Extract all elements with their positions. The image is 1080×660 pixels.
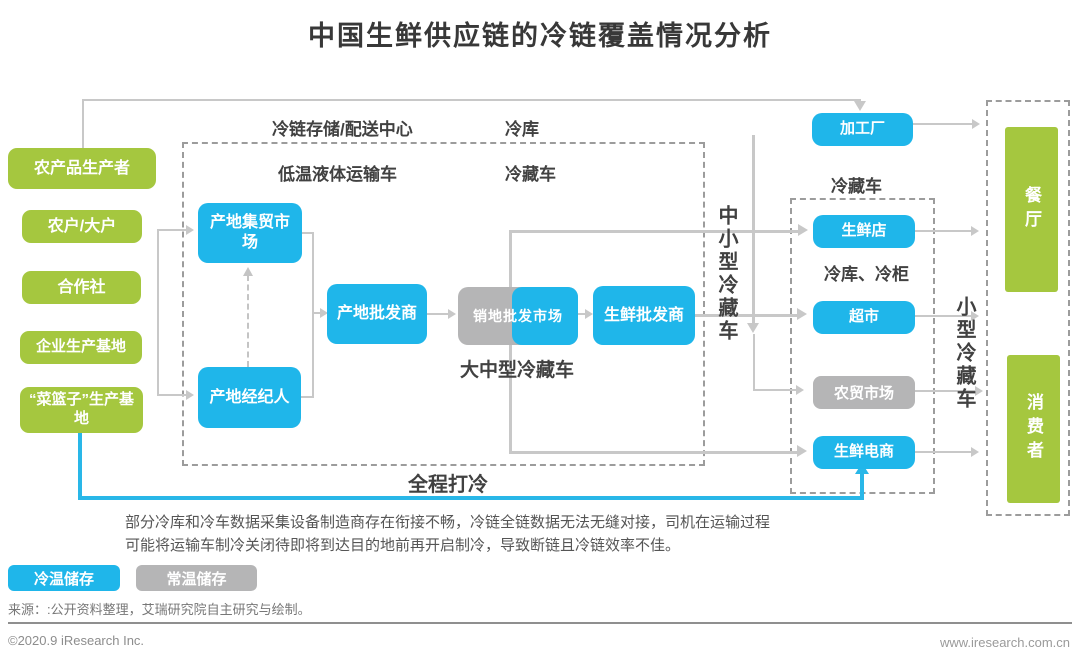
- connector-line: [82, 99, 861, 101]
- connector-line: [300, 396, 314, 398]
- producer-box: “菜篮子”生产基地: [20, 387, 143, 433]
- connector-line: [509, 230, 800, 233]
- arrow-right-icon: [797, 308, 807, 320]
- connector-line: [915, 390, 977, 392]
- arrow-down-icon: [854, 101, 866, 111]
- connector-line: [915, 451, 973, 453]
- full-cold-line: [860, 472, 864, 498]
- low-temp-liquid-truck-label: 低温液体运输车: [278, 165, 397, 184]
- small-truck-label: 小型冷藏车: [953, 296, 975, 411]
- arrow-right-icon: [971, 447, 979, 457]
- refrigerated-truck-right-label: 冷藏车: [831, 177, 882, 196]
- connector-line: [302, 232, 314, 234]
- cold-chain-dashed-frame: [182, 142, 705, 466]
- producer-box: 农产品生产者: [8, 148, 156, 189]
- page-title: 中国生鲜供应链的冷链覆盖情况分析: [308, 21, 772, 51]
- origin-market-box: 产地集贸市场: [198, 203, 302, 263]
- connector-line: [509, 451, 799, 454]
- arrow-down-icon: [747, 323, 759, 333]
- farmers-market-box: 农贸市场: [813, 376, 915, 409]
- cold-warehouse-label: 冷库: [505, 120, 539, 139]
- processing-plant-box: 加工厂: [812, 113, 913, 146]
- sales-wholesale-market-box: 销地批发市场: [458, 287, 578, 345]
- connector-line: [82, 100, 84, 148]
- arrow-right-icon: [972, 119, 980, 129]
- refrigerated-truck-label: 冷藏车: [505, 165, 556, 184]
- arrow-right-icon: [186, 390, 194, 400]
- producer-box: 企业生产基地: [20, 331, 142, 364]
- connector-line: [578, 313, 586, 315]
- full-course-cooling-label: 全程打冷: [408, 474, 488, 496]
- website-text: www.iresearch.com.cn: [939, 635, 1070, 650]
- connector-line: [753, 334, 755, 390]
- connector-line: [752, 135, 755, 325]
- source-note: 来源：:公开资料整理，艾瑞研究院自主研究与绘制。: [8, 602, 311, 617]
- full-cold-line: [78, 432, 82, 498]
- cold-warehouse-cabinet-label: 冷库、冷柜: [824, 265, 909, 284]
- connector-line: [753, 389, 798, 391]
- note-line: 可能将运输车制冷关闭待即将到达目的地前再开启制冷，导致断链且冷链效率不佳。: [125, 536, 681, 554]
- connector-line: [157, 229, 187, 231]
- supermarket-box: 超市: [813, 301, 915, 334]
- note-line: 部分冷库和冷车数据采集设备制造商存在衔接不畅，冷链全链数据无法无缝对接，司机在运…: [125, 514, 771, 531]
- legend-cold-storage: 冷温储存: [8, 565, 120, 591]
- copyright-text: ©2020.9 iResearch Inc.: [8, 633, 145, 648]
- arrow-right-icon: [971, 226, 979, 236]
- connector-line: [313, 312, 321, 314]
- sales-market-label: 销地批发市场: [473, 308, 563, 324]
- full-cold-line: [78, 496, 864, 500]
- connector-line: [915, 315, 973, 317]
- arrow-right-icon: [796, 385, 804, 395]
- fresh-store-box: 生鲜店: [813, 215, 915, 248]
- medium-small-truck-label: 中小型冷藏车: [715, 205, 737, 343]
- note-paragraph: 部分冷库和冷车数据采集设备制造商存在衔接不畅，冷链全链数据无法无缝对接，司机在运…: [125, 512, 770, 557]
- arrow-up-icon: [243, 267, 253, 276]
- arrow-right-icon: [797, 445, 807, 457]
- cold-chain-center-label: 冷链存储/配送中心: [272, 120, 413, 139]
- large-medium-truck-label: 大中型冷藏车: [460, 360, 575, 381]
- producer-box: 合作社: [22, 271, 141, 304]
- cold-coverage-highlight: [512, 287, 578, 345]
- origin-broker-box: 产地经纪人: [198, 367, 301, 428]
- restaurant-box: 餐厅: [1005, 127, 1058, 292]
- arrow-right-icon: [975, 386, 983, 396]
- fresh-wholesaler-box: 生鲜批发商: [593, 286, 695, 345]
- endpoint-dashed-frame: [986, 100, 1070, 516]
- dashed-connector-line: [247, 275, 249, 367]
- arrow-right-icon: [320, 308, 328, 318]
- producer-box: 农户/大户: [22, 210, 142, 243]
- origin-wholesaler-box: 产地批发商: [327, 284, 427, 344]
- connector-line: [913, 123, 973, 125]
- connector-line: [157, 229, 159, 396]
- connector-line: [157, 394, 187, 396]
- arrow-right-icon: [971, 311, 979, 321]
- fresh-ecommerce-box: 生鲜电商: [813, 436, 915, 469]
- legend-normal-storage: 常温储存: [136, 565, 257, 591]
- arrow-right-icon: [585, 309, 593, 319]
- connector-line: [427, 313, 449, 315]
- arrow-right-icon: [448, 309, 456, 319]
- connector-line: [695, 314, 799, 317]
- consumer-box: 消费者: [1007, 355, 1060, 503]
- footer-divider: [8, 622, 1072, 624]
- connector-line: [312, 232, 314, 398]
- arrow-right-icon: [798, 224, 808, 236]
- connector-line: [915, 230, 973, 232]
- arrow-right-icon: [186, 225, 194, 235]
